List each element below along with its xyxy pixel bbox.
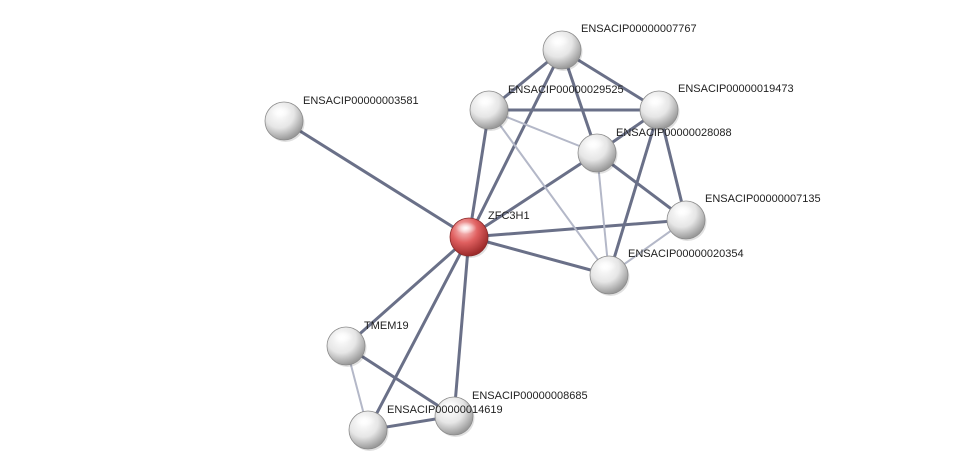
edge-zfc3h1-p7767 (467, 48, 564, 239)
node-gloss (548, 34, 570, 48)
node-label-tmem19: TMEM19 (364, 320, 409, 332)
node-label-zfc3h1: ZFC3H1 (488, 210, 530, 222)
node-gloss (455, 221, 477, 235)
node-p7767[interactable]: ENSACIP00000007767 (542, 23, 697, 71)
edge-p28088-p20354 (596, 152, 610, 276)
edge-tmem19-p8685 (344, 344, 456, 418)
edge-zfc3h1-p29525 (467, 108, 491, 239)
node-zfc3h1[interactable]: ZFC3H1 (449, 210, 530, 258)
edge-p29525-p20354 (488, 109, 610, 276)
node-p14619[interactable]: ENSACIP00000014619 (348, 404, 503, 451)
node-p7135[interactable]: ENSACIP00000007135 (666, 193, 821, 241)
node-gloss (583, 137, 605, 151)
edge-zfc3h1-p8685 (452, 235, 471, 418)
node-p8685[interactable]: ENSACIP00000008685 (434, 390, 588, 437)
node-label-p29525: ENSACIP00000029525 (508, 84, 624, 96)
node-tmem19[interactable]: TMEM19 (326, 320, 409, 367)
node-label-p14619: ENSACIP00000014619 (387, 404, 503, 416)
node-gloss (645, 94, 667, 108)
node-gloss (354, 414, 376, 428)
node-label-p7767: ENSACIP00000007767 (581, 23, 697, 35)
node-p29525[interactable]: ENSACIP00000029525 (469, 84, 624, 131)
node-gloss (440, 400, 462, 414)
node-label-p20354: ENSACIP00000020354 (628, 248, 744, 260)
node-label-p7135: ENSACIP00000007135 (705, 193, 821, 205)
node-label-p28088: ENSACIP00000028088 (616, 127, 732, 139)
edge-zfc3h1-p7135 (467, 218, 688, 239)
node-label-p8685: ENSACIP00000008685 (472, 390, 588, 402)
node-p3581[interactable]: ENSACIP00000003581 (264, 95, 419, 142)
node-p28088[interactable]: ENSACIP00000028088 (577, 127, 732, 174)
edge-zfc3h1-p14619 (366, 235, 471, 432)
node-gloss (475, 94, 497, 108)
edge-zfc3h1-p28088 (467, 151, 599, 239)
edge-zfc3h1-p20354 (467, 235, 611, 277)
edge-p19473-p20354 (607, 108, 661, 277)
node-label-p3581: ENSACIP00000003581 (303, 95, 419, 107)
node-layer: ZFC3H1 ENSACIP00000007767ENSACIP000000295… (264, 23, 821, 451)
node-p19473[interactable]: ENSACIP00000019473 (639, 83, 794, 131)
node-gloss (672, 204, 694, 218)
node-gloss (595, 259, 617, 273)
node-gloss (332, 330, 354, 344)
node-gloss (270, 105, 292, 119)
node-p20354[interactable]: ENSACIP00000020354 (589, 248, 744, 296)
edge-zfc3h1-tmem19 (344, 235, 471, 348)
node-label-p19473: ENSACIP00000019473 (678, 83, 794, 95)
edge-zfc3h1-p3581 (282, 119, 471, 239)
